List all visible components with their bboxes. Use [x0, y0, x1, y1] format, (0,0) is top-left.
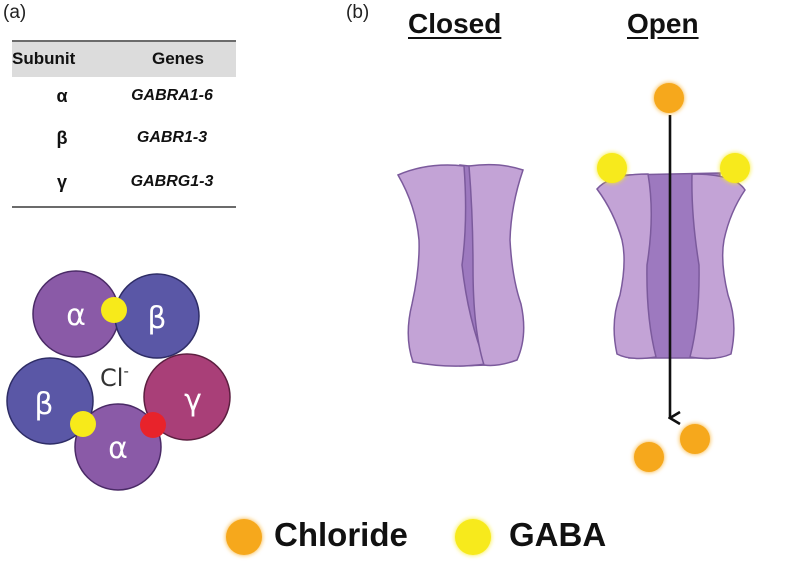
- closed-state-title: Closed: [408, 8, 502, 39]
- subunit-label: γ: [184, 383, 202, 418]
- legend-chloride-symbol: [226, 519, 262, 555]
- table-header-genes: Genes: [152, 49, 204, 68]
- gaba-molecule: [597, 153, 627, 183]
- open-state-title: Open: [627, 8, 699, 39]
- gaba-molecule: [720, 153, 750, 183]
- pore-chloride-label: Cl-: [100, 362, 129, 392]
- table-row-genes: GABR1-3: [136, 129, 208, 146]
- table-bottom-rule: [12, 206, 236, 208]
- legend-chloride-label: Chloride: [274, 516, 408, 553]
- gaba-binding-site: [101, 297, 127, 323]
- panel-label-b: (b): [346, 2, 370, 23]
- gaba-binding-site: [70, 411, 96, 437]
- table-header-row: [12, 42, 236, 77]
- chloride-ion: [654, 83, 684, 113]
- closed-channel: [396, 163, 525, 367]
- table-top-rule: [12, 40, 236, 42]
- receptor-pentamer-diagram: α β β γ α Cl-: [6, 270, 231, 491]
- table-row-subunit: α: [56, 86, 68, 106]
- table-header-subunit: Subunit: [12, 49, 76, 68]
- legend-gaba-label: GABA: [509, 516, 607, 553]
- subunit-label: β: [147, 301, 166, 336]
- subunit-alpha-bottom: [74, 403, 162, 491]
- table-row-genes: GABRG1-3: [130, 173, 214, 190]
- subunit-gamma: [143, 353, 231, 441]
- subunit-label: α: [108, 431, 128, 466]
- open-channel: [596, 172, 746, 360]
- subunit-label: β: [34, 387, 53, 422]
- table-row-subunit: β: [56, 128, 68, 148]
- panel-label-a: (a): [3, 2, 27, 23]
- legend-gaba-symbol: [455, 519, 491, 555]
- subunit-label: α: [66, 298, 86, 333]
- modulator-binding-site: [140, 412, 166, 438]
- table-row-genes: GABRA1-6: [131, 87, 213, 104]
- chloride-ion: [680, 424, 710, 454]
- chloride-ion: [634, 442, 664, 472]
- table-row-subunit: γ: [56, 172, 67, 192]
